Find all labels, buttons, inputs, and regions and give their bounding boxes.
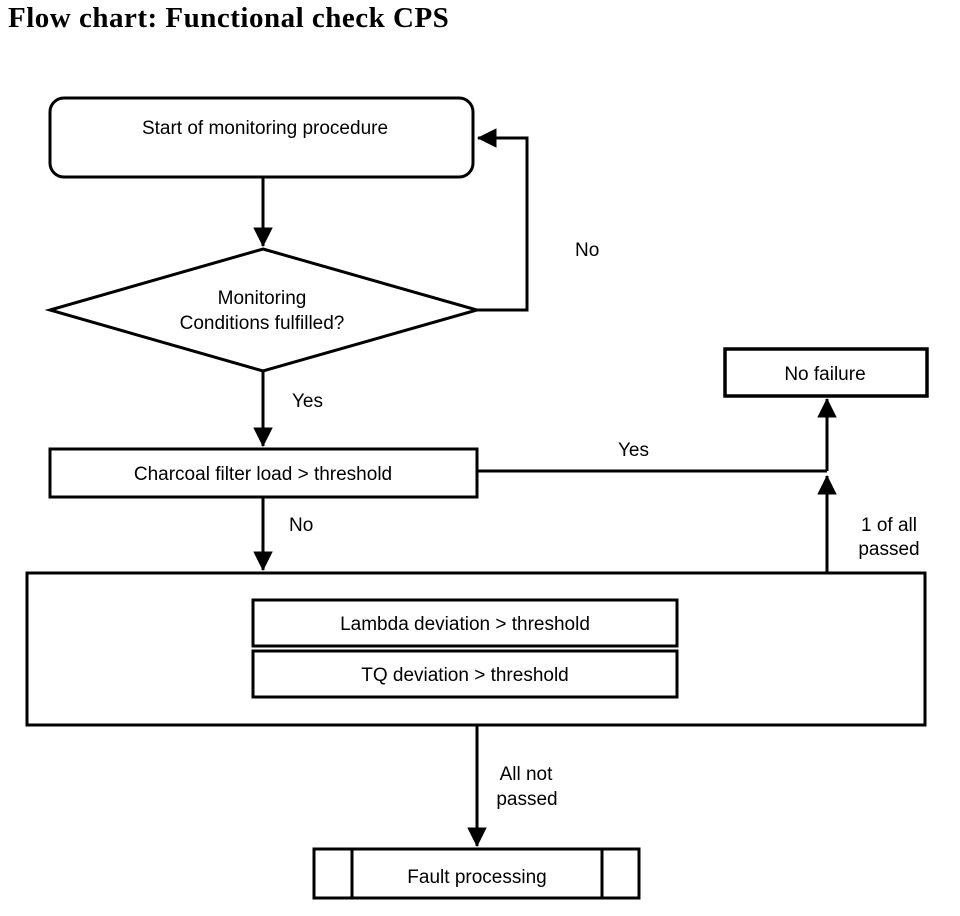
node-start xyxy=(48,96,475,179)
node-decision-label-line2: Conditions fulfilled? xyxy=(180,313,345,334)
node-lambda-label: Lambda deviation > threshold xyxy=(340,614,590,635)
node-fault-label: Fault processing xyxy=(407,867,546,888)
node-tq xyxy=(251,649,679,699)
edge-label-one-of-all-line1: 1 of all xyxy=(861,515,917,536)
edge-label-all-not-line2: passed xyxy=(496,789,557,810)
edge-decision-no-loop xyxy=(477,128,529,312)
node-tq-label: TQ deviation > threshold xyxy=(361,665,569,686)
edge-label-no-loop: No xyxy=(575,240,599,261)
node-no-failure-label: No failure xyxy=(784,364,865,385)
node-no-failure xyxy=(723,347,929,398)
node-decision xyxy=(44,247,483,373)
node-fault xyxy=(312,847,641,900)
edge-label-all-not-line1: All not xyxy=(500,764,554,785)
node-start-label: Start of monitoring procedure xyxy=(142,118,388,139)
edge-label-yes-decision: Yes xyxy=(292,391,323,412)
page-title: Flow chart: Functional check CPS xyxy=(8,2,450,34)
node-lambda xyxy=(251,598,679,648)
node-charcoal-label: Charcoal filter load > threshold xyxy=(134,464,392,485)
edge-label-no-charcoal: No xyxy=(289,515,313,536)
edge-label-yes-charcoal: Yes xyxy=(618,440,649,461)
node-charcoal xyxy=(48,447,479,499)
node-decision-label-line1: Monitoring xyxy=(218,288,307,309)
edge-label-one-of-all-line2: passed xyxy=(858,539,919,560)
node-checks-group xyxy=(25,571,927,727)
